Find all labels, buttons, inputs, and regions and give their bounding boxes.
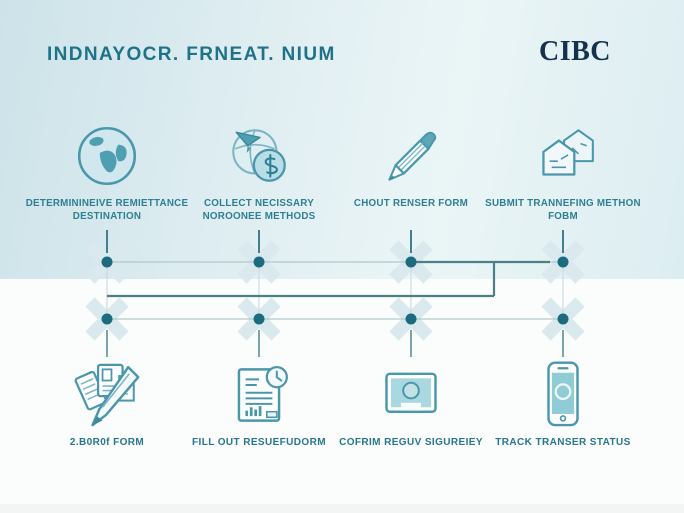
step-label-line: NOROONEE METHODS bbox=[202, 211, 316, 222]
step-label-line: CHOUT RENSER FORM bbox=[353, 198, 469, 209]
bottom-strip bbox=[0, 504, 684, 513]
step-label: CHOUT RENSER FORM bbox=[354, 197, 468, 210]
step-label-line: SUBMIT TRANNEFING METHON bbox=[485, 198, 641, 209]
step-label-line: 2.B0R0f FORM bbox=[69, 437, 145, 448]
node-dots bbox=[101, 256, 569, 325]
step-label-line: FILL OUT RESUEFUDORM bbox=[192, 437, 326, 448]
pencil-icon bbox=[388, 131, 437, 181]
globe-coin-plane-icon bbox=[232, 129, 286, 182]
report-clock-icon bbox=[237, 366, 288, 422]
step-label-line: COFRIM REGUV SIGUREIEY bbox=[339, 437, 483, 448]
step-label-line: DESTINATION bbox=[72, 211, 142, 222]
step-label: 2.B0R0f FORM bbox=[70, 436, 144, 449]
step-label-line: COLLECT NECISSARY bbox=[203, 198, 315, 209]
snake-connector bbox=[107, 260, 550, 298]
globe-icon bbox=[77, 126, 137, 186]
step-submit-form: SUBMIT TRANNEFING METHON FOBM bbox=[478, 120, 648, 223]
step-label: COLLECT NECISSARY NOROONEE METHODS bbox=[203, 197, 316, 223]
step-track-transfer-status: TRACK TRANSER STATUS bbox=[478, 356, 648, 449]
step-label-line: DETERMININEIVE REMIETTANCE bbox=[25, 198, 189, 209]
cibc-logo: CIBC bbox=[539, 36, 612, 67]
step-label: COFRIM REGUV SIGUREIEY bbox=[339, 436, 483, 449]
step-label: TRACK TRANSER STATUS bbox=[495, 436, 630, 449]
step-fill-transfer-form: CHOUT RENSER FORM bbox=[326, 120, 496, 210]
page-title: INDNAYOCR. FRNEAT. NIUM bbox=[47, 44, 336, 65]
step-label: FILL OUT RESUEFUDORM bbox=[192, 436, 326, 449]
envelopes-icon bbox=[542, 129, 594, 176]
step-label-line: FOBM bbox=[548, 211, 578, 222]
step-about-form: 2.B0R0f FORM bbox=[22, 356, 192, 449]
step-confirm-securely: COFRIM REGUV SIGUREIEY bbox=[326, 356, 496, 449]
x-decorations bbox=[85, 240, 585, 341]
step-label-line: TRACK TRANSER STATUS bbox=[495, 437, 631, 448]
step-determine-destination: DETERMININEIVE REMIETTANCE DESTINATION bbox=[22, 120, 192, 223]
smartphone-icon bbox=[547, 361, 579, 427]
step-collect-methods: COLLECT NECISSARY NOROONEE METHODS bbox=[174, 120, 344, 223]
step-fill-out-form: FILL OUT RESUEFUDORM bbox=[174, 356, 344, 449]
step-label: DETERMININEIVE REMIETTANCE DESTINATION bbox=[26, 197, 189, 223]
step-label: SUBMIT TRANNEFING METHON FOBM bbox=[485, 197, 641, 223]
monitor-icon bbox=[385, 372, 437, 413]
documents-pen-icon bbox=[74, 363, 140, 427]
